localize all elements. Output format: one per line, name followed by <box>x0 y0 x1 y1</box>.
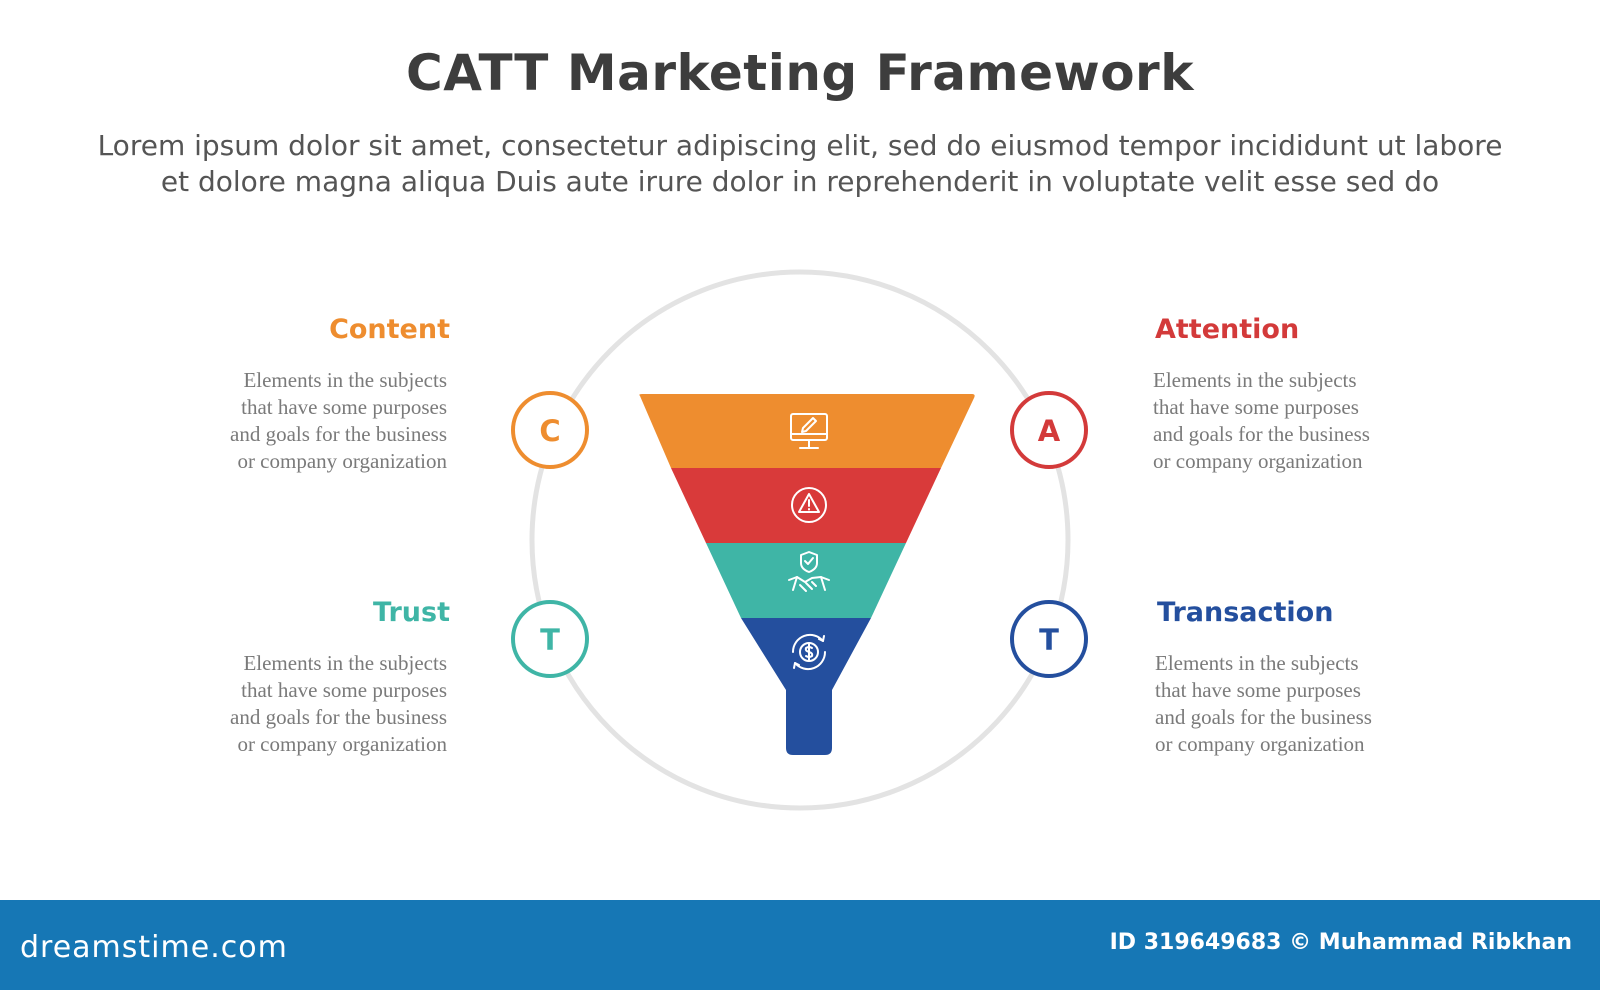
letter-a: A <box>1038 414 1061 448</box>
background-ring <box>529 269 1071 811</box>
funnel-segment-transaction <box>741 618 871 755</box>
letter-t-transaction: T <box>1039 623 1059 657</box>
letter-circle-transaction: T <box>1010 600 1088 678</box>
handshake-icon <box>788 551 830 592</box>
desc-line: or company organization <box>237 732 447 756</box>
heading-trust: Trust <box>373 597 450 628</box>
subtitle-line: Lorem ipsum dolor sit amet, consectetur … <box>97 129 1503 162</box>
catt-funnel-diagram: C A T T <box>511 269 1088 811</box>
letter-c: C <box>539 414 560 448</box>
desc-trust: Elements in the subjects that have some … <box>167 650 447 758</box>
desc-line: Elements in the subjects <box>243 368 447 392</box>
desc-attention: Elements in the subjects that have some … <box>1153 367 1433 475</box>
footer-logo: dreamstime.com <box>20 930 288 965</box>
desc-line: that have some purposes <box>1153 395 1359 419</box>
footer-credit: ID 319649683 © Muhammad Ribkhan <box>1109 930 1572 955</box>
desc-line: or company organization <box>1153 449 1363 473</box>
desc-line: Elements in the subjects <box>1153 368 1357 392</box>
funnel-segment-attention <box>671 468 941 543</box>
desc-line: and goals for the business <box>230 705 447 729</box>
desc-line: Elements in the subjects <box>243 651 447 675</box>
heading-transaction: Transaction <box>1157 597 1334 628</box>
letter-circle-content: C <box>511 391 589 469</box>
computer-icon <box>790 413 828 449</box>
letter-circle-trust: T <box>511 600 589 678</box>
page-subtitle: Lorem ipsum dolor sit amet, consectetur … <box>80 128 1520 200</box>
page-title: CATT Marketing Framework <box>406 44 1194 102</box>
desc-line: that have some purposes <box>241 395 447 419</box>
money-cycle-icon <box>791 633 827 671</box>
footer-bar <box>0 900 1600 990</box>
warning-icon <box>791 487 827 523</box>
heading-attention: Attention <box>1155 314 1300 345</box>
letter-circle-attention: A <box>1010 391 1088 469</box>
desc-line: that have some purposes <box>1155 678 1361 702</box>
letter-t-trust: T <box>540 623 560 657</box>
desc-line: and goals for the business <box>230 422 447 446</box>
heading-content: Content <box>329 314 450 345</box>
desc-transaction: Elements in the subjects that have some … <box>1155 650 1435 758</box>
desc-line: or company organization <box>237 449 447 473</box>
subtitle-line: et dolore magna aliqua Duis aute irure d… <box>160 165 1440 198</box>
desc-line: Elements in the subjects <box>1155 651 1359 675</box>
desc-line: that have some purposes <box>241 678 447 702</box>
desc-line: or company organization <box>1155 732 1365 756</box>
desc-line: and goals for the business <box>1155 705 1372 729</box>
desc-line: and goals for the business <box>1153 422 1370 446</box>
desc-content: Elements in the subjects that have some … <box>167 367 447 475</box>
